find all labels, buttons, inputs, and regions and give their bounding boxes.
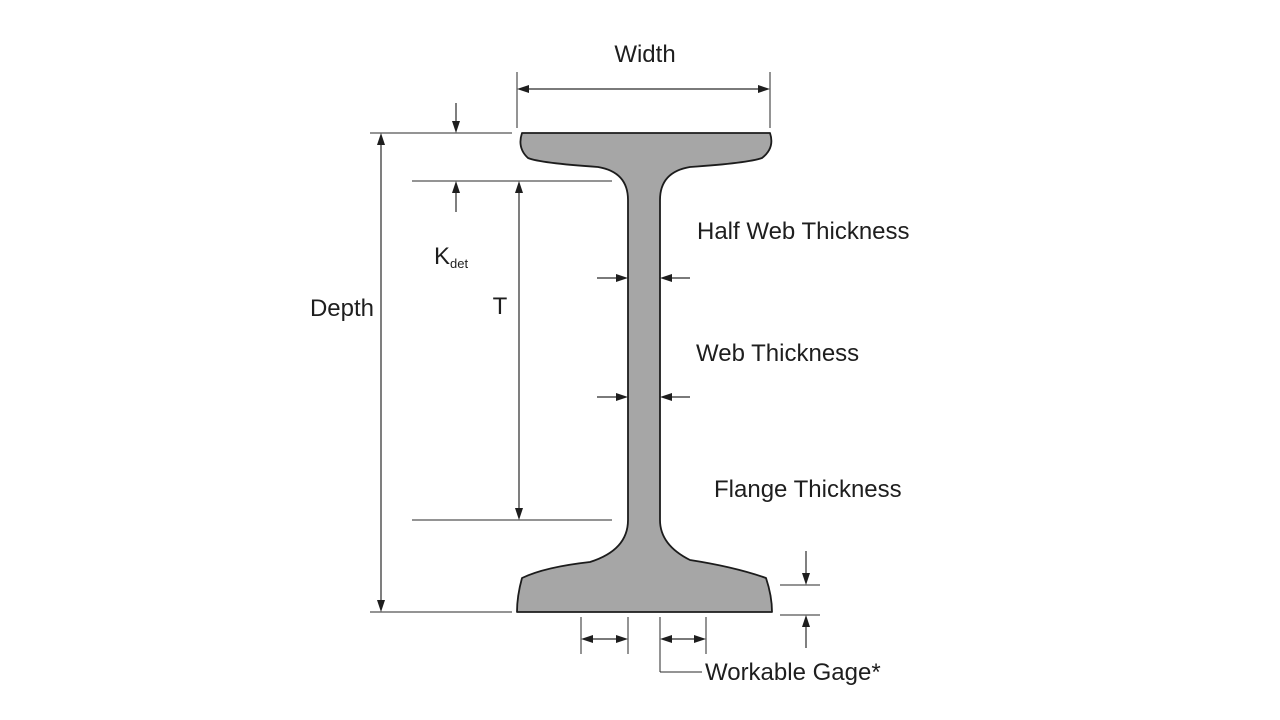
flange-arrow-bottom [802, 615, 810, 627]
gage-arrow-1 [581, 635, 593, 643]
depth-dimension [370, 132, 512, 613]
web-arrow-left [616, 393, 628, 401]
k-det-dimension [412, 103, 612, 212]
k-main-label: K [434, 243, 450, 270]
depth-arrow-bottom [377, 600, 385, 612]
t-dimension [412, 181, 612, 521]
gage-arrow-3 [660, 635, 672, 643]
flange-thickness-dimension [780, 551, 820, 648]
flange-arrow-top [802, 573, 810, 585]
width-arrow-right [758, 85, 770, 93]
k-arrow-bottom [452, 181, 460, 193]
web-thickness-dimension [597, 393, 690, 401]
half-web-thickness-label: Half Web Thickness [697, 218, 910, 245]
k-det-label: Kdet [434, 243, 468, 271]
width-arrow-left [517, 85, 529, 93]
t-arrow-top [515, 181, 523, 193]
t-arrow-bottom [515, 508, 523, 520]
width-dimension [516, 72, 771, 128]
web-arrow-right [660, 393, 672, 401]
half-web-thickness-dimension [597, 274, 690, 282]
workable-gage-dimension [580, 617, 707, 673]
k-arrow-top [452, 121, 460, 133]
half-web-arrow-left [616, 274, 628, 282]
web-thickness-label: Web Thickness [696, 340, 859, 367]
i-beam-section [516, 132, 773, 613]
gage-arrow-4 [694, 635, 706, 643]
t-label: T [493, 293, 508, 320]
depth-label: Depth [310, 295, 374, 322]
half-web-arrow-right [660, 274, 672, 282]
k-sub-label: det [450, 256, 468, 271]
depth-arrow-top [377, 133, 385, 145]
workable-gage-label: Workable Gage* [705, 659, 881, 686]
gage-arrow-2 [616, 635, 628, 643]
width-label: Width [614, 41, 675, 68]
flange-thickness-label: Flange Thickness [714, 476, 902, 503]
